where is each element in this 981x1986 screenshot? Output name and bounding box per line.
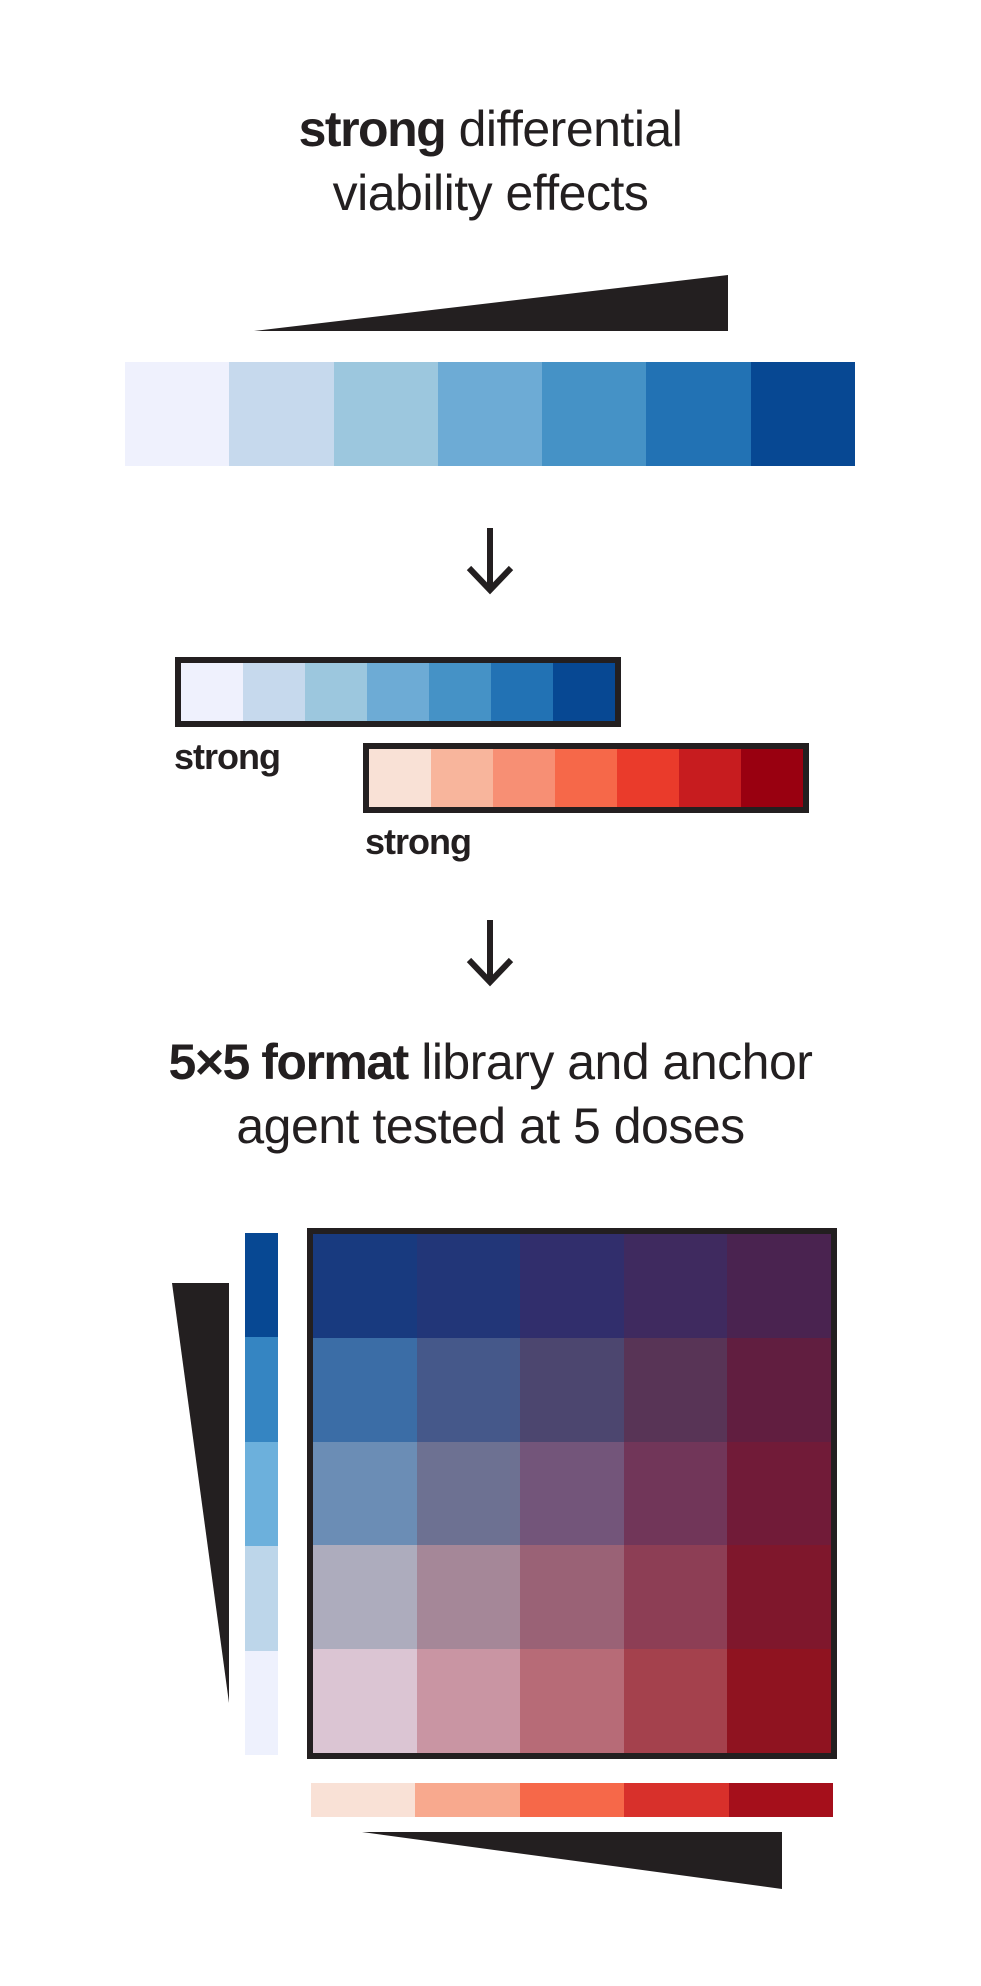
matrix-cell-r3-c2	[416, 1441, 521, 1546]
library-dose-row	[311, 1783, 834, 1817]
blue-scale-swatch-4	[437, 362, 543, 466]
blue-strip-swatch-3	[305, 663, 367, 721]
library-dose-swatch-5	[728, 1783, 834, 1817]
anchor-dose-swatch-3	[245, 1441, 278, 1547]
red-strip-swatch-3	[493, 749, 555, 807]
library-dose-swatch-3	[519, 1783, 625, 1817]
matrix-cell-r2-c1	[313, 1337, 417, 1442]
top-title-rest: differential	[445, 101, 683, 157]
blue-strip-swatch-1	[181, 663, 243, 721]
matrix-cell-r2-c5	[727, 1337, 831, 1442]
red-strip-swatch-7	[741, 749, 803, 807]
matrix-cell-r1-c4	[623, 1234, 728, 1338]
top-title-line2: viability effects	[332, 165, 649, 221]
matrix-cell-r4-c1	[313, 1545, 417, 1650]
dose-wedge-bottom-icon	[362, 1832, 782, 1889]
red-strip-swatch-6	[679, 749, 741, 807]
matrix-cell-r5-c5	[727, 1649, 831, 1753]
blue-scale-swatch-6	[646, 362, 751, 466]
library-dose-swatch-2	[415, 1783, 520, 1817]
anchor-dose-swatch-1	[245, 1233, 278, 1338]
red-strip-swatch-2	[431, 749, 493, 807]
blue-strip-swatch-7	[553, 663, 615, 721]
blue-scale-swatch-7	[750, 362, 855, 466]
blue-scale-swatch-3	[333, 362, 438, 466]
blue-strip-swatch-5	[429, 663, 491, 721]
matrix-cell-r3-c5	[727, 1441, 831, 1546]
label-blue-strong: strong	[174, 736, 281, 777]
blue-scale-boxed	[175, 657, 621, 727]
library-dose-swatch-4	[624, 1783, 729, 1817]
blue-scale-swatch-2	[229, 362, 334, 466]
red-strip-swatch-4	[555, 749, 617, 807]
matrix-cell-r1-c3	[520, 1234, 624, 1338]
bottom-title-line1: 5×5 format library and anchor	[0, 1030, 981, 1094]
dose-wedge-left-icon	[172, 1283, 229, 1703]
matrix-cell-r3-c3	[520, 1441, 624, 1546]
dose-wedge-top-icon	[254, 275, 728, 331]
matrix-cell-r5-c3	[520, 1649, 624, 1753]
arrow-down-icon	[466, 528, 514, 595]
anchor-dose-column	[245, 1233, 278, 1756]
anchor-dose-swatch-5	[245, 1650, 278, 1756]
matrix-cell-r2-c3	[520, 1337, 624, 1442]
matrix-cell-r1-c5	[727, 1234, 831, 1338]
matrix-cell-r4-c5	[727, 1545, 831, 1650]
bottom-title-bold: 5×5 format	[168, 1034, 410, 1090]
blue-scale-swatch-5	[542, 362, 647, 466]
arrow-down-icon-2	[466, 920, 514, 987]
top-title-bold: strong	[298, 101, 447, 157]
matrix-cell-r5-c4	[623, 1649, 728, 1753]
bottom-title-line2: agent tested at 5 doses	[236, 1098, 745, 1154]
blue-strip-swatch-6	[491, 663, 553, 721]
matrix-cell-r2-c4	[623, 1337, 728, 1442]
matrix-cell-r5-c2	[416, 1649, 521, 1753]
anchor-dose-swatch-2	[245, 1337, 278, 1442]
blue-strip-swatch-2	[243, 663, 305, 721]
blue-strip-swatch-4	[367, 663, 429, 721]
bottom-title-rest: library and anchor	[407, 1034, 813, 1090]
bottom-title: 5×5 format library and anchor agent test…	[0, 1030, 981, 1158]
top-title-line1: strong differential	[0, 97, 981, 161]
red-scale-boxed	[363, 743, 809, 813]
library-dose-swatch-1	[311, 1783, 416, 1817]
anchor-dose-swatch-4	[245, 1546, 278, 1651]
matrix-cell-r1-c1	[313, 1234, 417, 1338]
combination-matrix	[307, 1228, 837, 1759]
blue-scale-swatch-1	[125, 362, 230, 466]
red-strip-swatch-1	[369, 749, 431, 807]
red-strip-swatch-5	[617, 749, 679, 807]
blue-color-scale	[125, 362, 855, 466]
matrix-cell-r4-c2	[416, 1545, 521, 1650]
matrix-cell-r4-c4	[623, 1545, 728, 1650]
matrix-cell-r1-c2	[416, 1234, 521, 1338]
matrix-cell-r3-c1	[313, 1441, 417, 1546]
matrix-cell-r5-c1	[313, 1649, 417, 1753]
matrix-cell-r4-c3	[520, 1545, 624, 1650]
matrix-cell-r2-c2	[416, 1337, 521, 1442]
label-red-strong: strong	[365, 821, 472, 862]
top-title: strong differential viability effects	[0, 97, 981, 225]
matrix-cell-r3-c4	[623, 1441, 728, 1546]
